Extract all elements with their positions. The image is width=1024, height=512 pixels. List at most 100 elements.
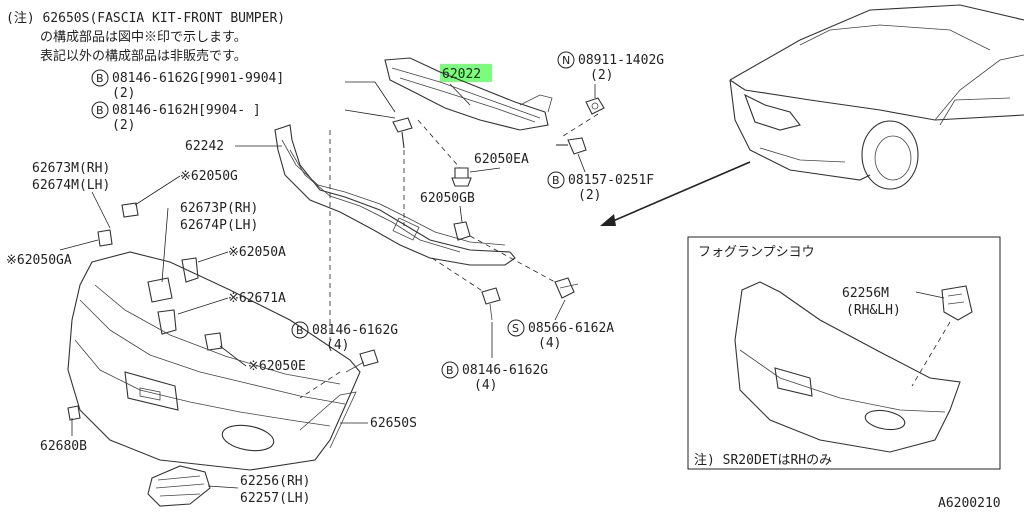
b1-qty: (2) — [112, 86, 135, 101]
leader-62673m — [91, 191, 111, 229]
label-62050ga[interactable]: ※62050GA — [6, 253, 72, 268]
label-62674m[interactable]: 62674M(LH) — [32, 178, 110, 193]
bolt-b4 — [345, 349, 379, 373]
n1-qty: (2) — [590, 68, 613, 83]
clip-62050gb — [453, 221, 471, 241]
inset-title: フォグランプシヨウ — [698, 245, 815, 260]
fog-lamp-bracket-62256m — [941, 285, 973, 321]
s1-qty: (4) — [538, 336, 561, 351]
header-line-3: 表記以外の構成部品は非販売です。 — [40, 48, 247, 64]
b-symbol: B — [96, 72, 104, 85]
arrow-to-bumper — [605, 161, 751, 225]
bumper-reinforcement — [274, 124, 516, 266]
b4-partno: 08146-6162G — [312, 323, 398, 338]
label-62673m[interactable]: 62673M(RH) — [32, 161, 110, 176]
n-symbol: N — [562, 54, 570, 67]
b2-partno: 08146-6162H[9904- ] — [112, 103, 261, 118]
header-line-2: の構成部品は図中※印で示します。 — [40, 30, 247, 45]
leader-62050ga — [59, 239, 99, 251]
label-62050a[interactable]: ※62050A — [228, 245, 286, 260]
s1-partno: 08566-6162A — [528, 321, 614, 336]
b3-partno: 08157-0251F — [568, 173, 654, 188]
b-symbol: B — [446, 364, 454, 377]
label-62257[interactable]: 62257(LH) — [240, 491, 310, 506]
leader-62050a — [197, 251, 229, 263]
fog-lamp-opening — [221, 424, 275, 452]
clip-62050a — [181, 257, 199, 283]
label-62673p[interactable]: 62673P(RH) — [180, 201, 258, 216]
n1-partno: 08911-1402G — [578, 53, 664, 68]
callout-bolt-b5[interactable]: B 08146-6162G (4) — [441, 361, 548, 393]
label-62050ea[interactable]: 62050EA — [474, 152, 529, 167]
callout-nut-n1[interactable]: N 08911-1402G (2) — [557, 51, 664, 83]
b-symbol: B — [296, 324, 304, 337]
inset-part[interactable]: 62256M — [842, 286, 889, 301]
leader-b3 — [577, 153, 586, 173]
arrow-head — [600, 214, 616, 226]
dash-bracket — [417, 119, 461, 169]
label-62050gb[interactable]: 62050GB — [420, 191, 475, 206]
clip-62050e — [204, 332, 223, 351]
car-front-illustration — [729, 4, 1024, 190]
clip-62050ga — [97, 229, 113, 247]
b5-partno: 08146-6162G — [462, 363, 548, 378]
callout-bolt-b4[interactable]: B 08146-6162G (4) — [291, 321, 398, 353]
leader-62050ea — [469, 167, 501, 173]
leader-62673p — [161, 207, 169, 283]
b3-qty: (2) — [578, 188, 601, 203]
leader-s1 — [554, 299, 566, 321]
label-62022[interactable]: 62022 — [442, 67, 481, 82]
leader-62050g — [134, 175, 181, 206]
dash-b5 — [431, 257, 485, 293]
label-62674p[interactable]: 62674P(LH) — [180, 218, 258, 233]
label-62680b[interactable]: 62680B — [40, 439, 87, 454]
callout-bolt-b1[interactable]: B 08146-6162G[9901-9904] (2) — [91, 69, 284, 101]
upper-bracket-62022 — [384, 57, 553, 131]
dash-b4-b — [299, 371, 341, 399]
leader-62671a — [177, 297, 229, 315]
header-line-1: (注) 62650S(FASCIA KIT-FRONT BUMPER) — [6, 11, 285, 26]
leader-62050e — [219, 345, 247, 367]
callout-bolt-b2[interactable]: B 08146-6162H[9904- ] (2) — [91, 101, 261, 133]
bolt-top-center — [392, 117, 413, 149]
leader-62022 — [449, 83, 471, 106]
label-62650s[interactable]: 62650S — [370, 416, 417, 431]
screw-s1 — [554, 277, 579, 299]
callout-bolt-b3[interactable]: B 08157-0251F (2) — [547, 171, 654, 203]
label-62050e[interactable]: ※62050E — [248, 359, 306, 374]
b-symbol: B — [96, 104, 104, 117]
b-symbol: B — [552, 174, 560, 187]
leader-62256 — [207, 485, 239, 489]
b4-qty: (4) — [326, 338, 349, 353]
license-plate-mount — [124, 371, 179, 411]
leader-62050gb — [459, 205, 463, 223]
dash-nut — [559, 113, 599, 139]
leader-b1 — [345, 81, 396, 113]
clip-62671a — [157, 309, 177, 335]
label-62671a[interactable]: ※62671A — [228, 291, 286, 306]
inset-note: 注) SR20DETはRHのみ — [694, 453, 832, 468]
fog-lamp-cover-62256 — [147, 465, 211, 507]
nut-n1 — [585, 97, 605, 115]
b5-qty: (4) — [474, 378, 497, 393]
b1-partno: 08146-6162G[9901-9904] — [112, 71, 284, 86]
front-bumper-cover — [67, 251, 361, 471]
bolt-b5 — [481, 287, 501, 321]
callout-screw-s1[interactable]: S 08566-6162A (4) — [507, 319, 614, 351]
label-62050g[interactable]: ※62050G — [180, 169, 238, 184]
inset-part-side: (RH&LH) — [846, 303, 901, 318]
label-62242[interactable]: 62242 — [185, 139, 224, 154]
bracket-62673p — [147, 277, 173, 303]
part-62680b — [67, 405, 81, 421]
dash-s1 — [469, 235, 556, 283]
bolt-62050ea — [451, 167, 472, 187]
leader-b2 — [344, 109, 396, 119]
label-62256[interactable]: 62256(RH) — [240, 474, 310, 489]
clip-62050g — [121, 202, 139, 218]
bolt-b3 — [556, 137, 587, 155]
b2-qty: (2) — [112, 118, 135, 133]
s-symbol: S — [512, 322, 519, 335]
diagram-code: A6200210 — [938, 496, 1001, 511]
inset-fog-lamp-type: フォグランプシヨウ 62256M (RH&LH) 注) SR20DETはRHのみ — [687, 236, 1001, 470]
